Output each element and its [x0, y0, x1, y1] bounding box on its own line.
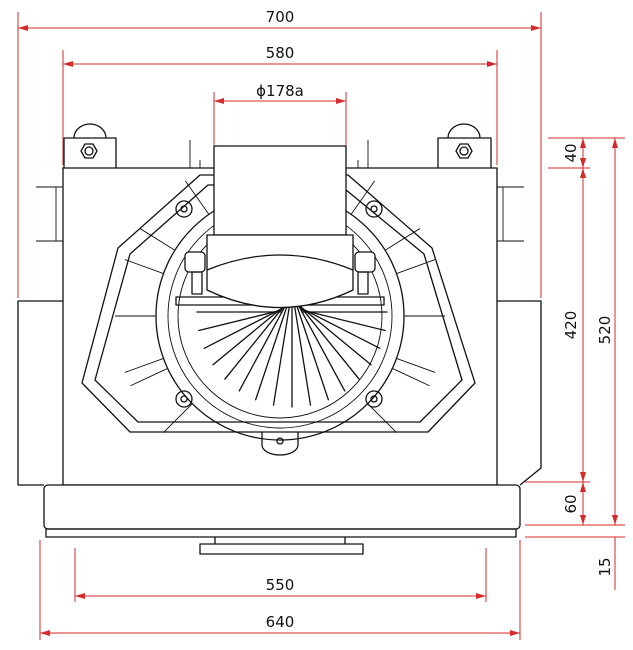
dimension-phi178: ϕ178a	[213, 82, 347, 145]
octagonal-frame	[81, 174, 476, 433]
fan-blade	[298, 304, 360, 380]
dim-60-label: 60	[562, 494, 580, 513]
radial-spokes	[115, 180, 445, 433]
spoke	[124, 259, 164, 275]
dim-40-label: 40	[562, 143, 580, 162]
dim-520-label: 520	[596, 316, 614, 345]
spoke	[184, 180, 210, 215]
unit-body	[17, 167, 542, 555]
dim-640-label: 640	[266, 613, 295, 631]
side-brackets	[36, 140, 524, 242]
spoke	[350, 180, 376, 215]
base-plate	[43, 484, 521, 530]
fan-blade	[224, 304, 286, 380]
dim-15-label: 15	[596, 557, 614, 576]
dimension-550: 550	[74, 548, 487, 602]
fan-wheel	[115, 180, 445, 456]
fan-blade	[300, 307, 381, 350]
fan-blade	[238, 303, 288, 392]
spoke	[396, 259, 436, 275]
spoke	[124, 357, 164, 373]
spoke	[384, 228, 421, 251]
dim-phi178-label: ϕ178a	[256, 82, 304, 100]
fan-blade	[299, 305, 372, 366]
fan-blade	[198, 309, 283, 332]
fan-blade	[212, 305, 285, 366]
fan-blade	[295, 302, 330, 401]
dim-550-label: 550	[266, 576, 295, 594]
spoke	[392, 367, 430, 387]
dimension-700: 700	[17, 8, 542, 298]
spoke	[130, 367, 168, 387]
fan-blade	[296, 303, 346, 392]
left-mounting-lug	[63, 123, 117, 168]
base-lip	[45, 528, 517, 538]
dim-420-label: 420	[562, 311, 580, 340]
dimension-640: 640	[39, 540, 521, 640]
spoke	[163, 403, 193, 433]
dim-580-label: 580	[266, 44, 295, 62]
fan-blade	[293, 301, 312, 406]
fan-blade	[203, 307, 284, 350]
dim-700-label: 700	[266, 8, 295, 26]
spoke	[367, 403, 397, 433]
fan-blade	[272, 301, 291, 406]
dimension-580: 580	[62, 44, 498, 165]
dimension-vertical-right: 40 420 60 520 15	[525, 137, 625, 590]
right-mounting-lug	[437, 123, 492, 168]
fan-blade	[254, 302, 289, 401]
fan-blade	[301, 309, 386, 332]
outlet-duct	[184, 145, 376, 309]
fan-blades	[196, 301, 388, 408]
foot-rail	[199, 543, 364, 555]
spoke	[396, 357, 436, 373]
spoke	[139, 228, 176, 251]
